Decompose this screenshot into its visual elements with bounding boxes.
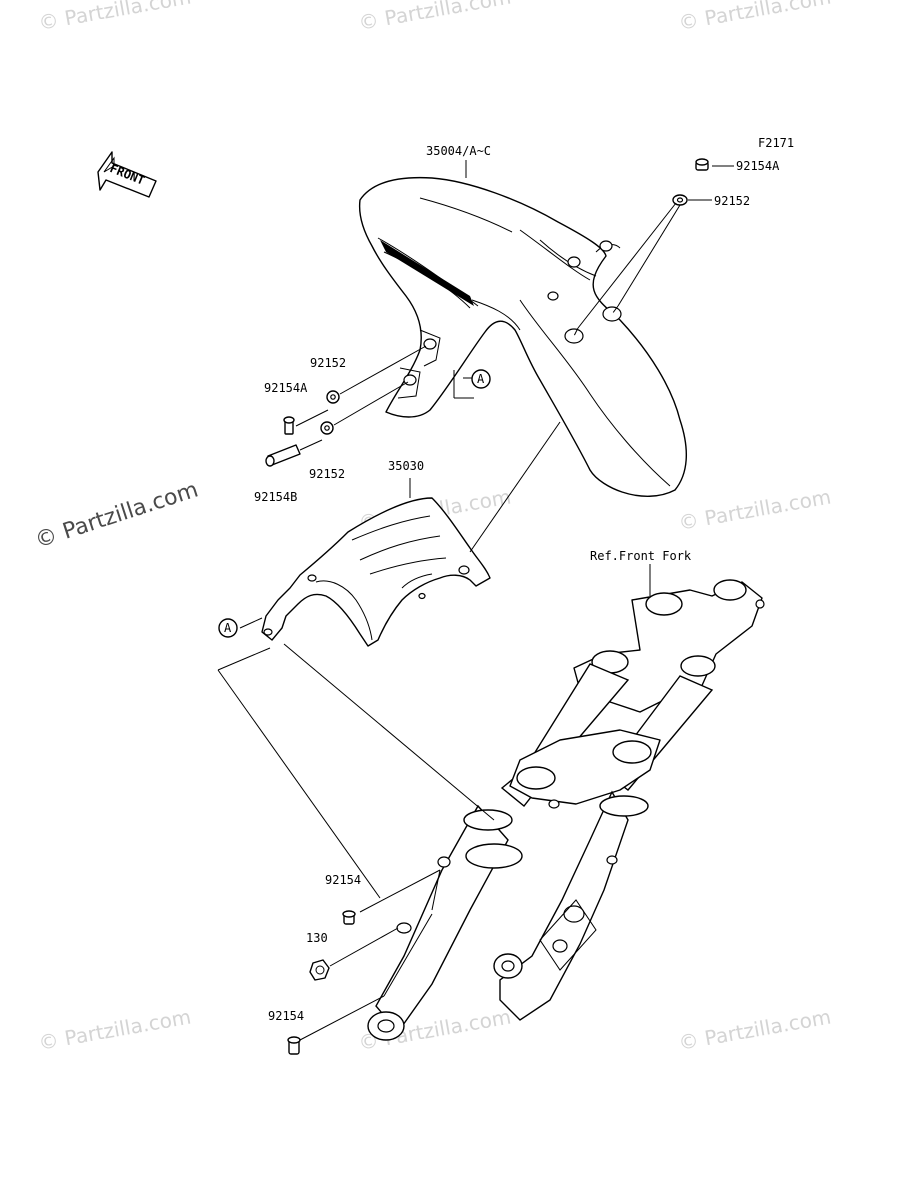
watermark: © Partzilla.com: [677, 484, 833, 534]
reference-label: Ref.Front Fork: [590, 549, 692, 563]
callout-a-label: A: [224, 621, 232, 635]
bolt-92154a-top-icon: [695, 158, 709, 171]
bolt-92154b-long-icon: [265, 444, 301, 467]
part-label-cover: 35030: [388, 459, 424, 473]
fork-cover: [261, 497, 491, 647]
front-fender: [358, 176, 688, 497]
callout-a-lower: A: [218, 618, 238, 638]
watermark: © Partzilla.com: [37, 0, 193, 35]
watermark: © Partzilla.com: [357, 0, 513, 35]
watermark: © Partzilla.com: [677, 1004, 833, 1054]
part-label-washer-top: 92152: [714, 194, 750, 208]
bolt-92154a-left-icon: [283, 416, 295, 435]
washer-92152-left-lower-icon: [320, 421, 334, 435]
watermark: © Partzilla.com: [677, 0, 833, 35]
part-label-bolt-top: 92154A: [736, 159, 780, 173]
part-label-washer-left-upper: 92152: [310, 356, 346, 370]
callout-a-upper: A: [471, 369, 491, 389]
bolt-92154-lower-1-icon: [342, 910, 356, 925]
bolt-130-flange-icon: [309, 959, 330, 981]
part-label-bolt-lower-1: 92154: [325, 873, 361, 887]
assembly-lines: [217, 160, 734, 1041]
washer-92152-top-icon: [672, 194, 688, 206]
part-label-fender: 35004/A~C: [426, 144, 491, 158]
callout-a-label: A: [477, 372, 485, 386]
front-arrow-icon: FRONT: [97, 151, 157, 198]
part-label-bolt-lower-2: 92154: [268, 1009, 304, 1023]
front-fork: [367, 579, 765, 1041]
washer-92152-left-upper-icon: [326, 390, 340, 404]
figure-code: F2171: [758, 136, 794, 150]
watermark-main: © Partzilla.com: [32, 477, 201, 553]
part-label-washer-left-lower: 92152: [309, 467, 345, 481]
part-label-bolt-left-long: 92154B: [254, 490, 297, 504]
part-label-bolt-130: 130: [306, 931, 328, 945]
part-label-bolt-left: 92154A: [264, 381, 308, 395]
watermark: © Partzilla.com: [37, 1004, 193, 1054]
bolt-92154-lower-2-icon: [287, 1036, 301, 1055]
